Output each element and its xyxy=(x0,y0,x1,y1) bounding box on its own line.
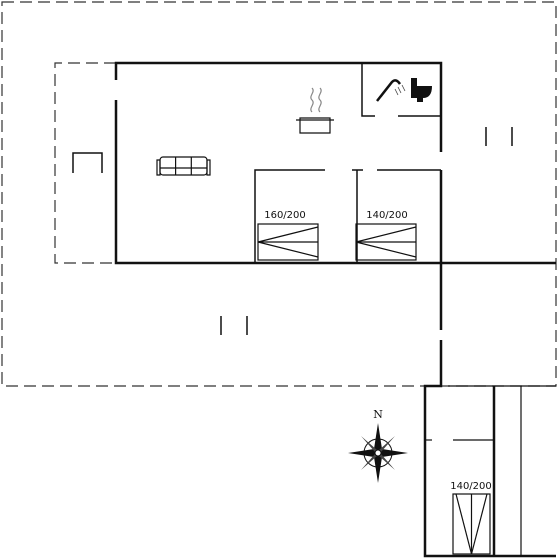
lower-annex-walls xyxy=(423,340,556,558)
chair-icon xyxy=(72,152,103,173)
annex-outline xyxy=(54,62,116,264)
compass-rose-icon xyxy=(348,423,408,483)
compass-north-label: N xyxy=(373,408,383,421)
bed-icon xyxy=(355,223,417,261)
sofa-icon xyxy=(156,156,211,176)
window-markers xyxy=(220,127,513,335)
bed-icon xyxy=(452,493,491,555)
lower-annex-thin-walls xyxy=(425,385,556,556)
toilet-icon xyxy=(411,78,432,102)
bed-label: 140/200 xyxy=(366,210,408,221)
bed-label: 140/200 xyxy=(450,481,492,492)
bed-label: 160/200 xyxy=(264,210,306,221)
bathroom-walls xyxy=(361,63,441,117)
pot-icon xyxy=(296,87,334,134)
bedroom-walls xyxy=(254,169,441,263)
shower-icon xyxy=(376,79,406,102)
terrace-outline xyxy=(1,1,557,387)
bed-icon xyxy=(257,223,319,261)
main-house-walls xyxy=(114,61,556,330)
